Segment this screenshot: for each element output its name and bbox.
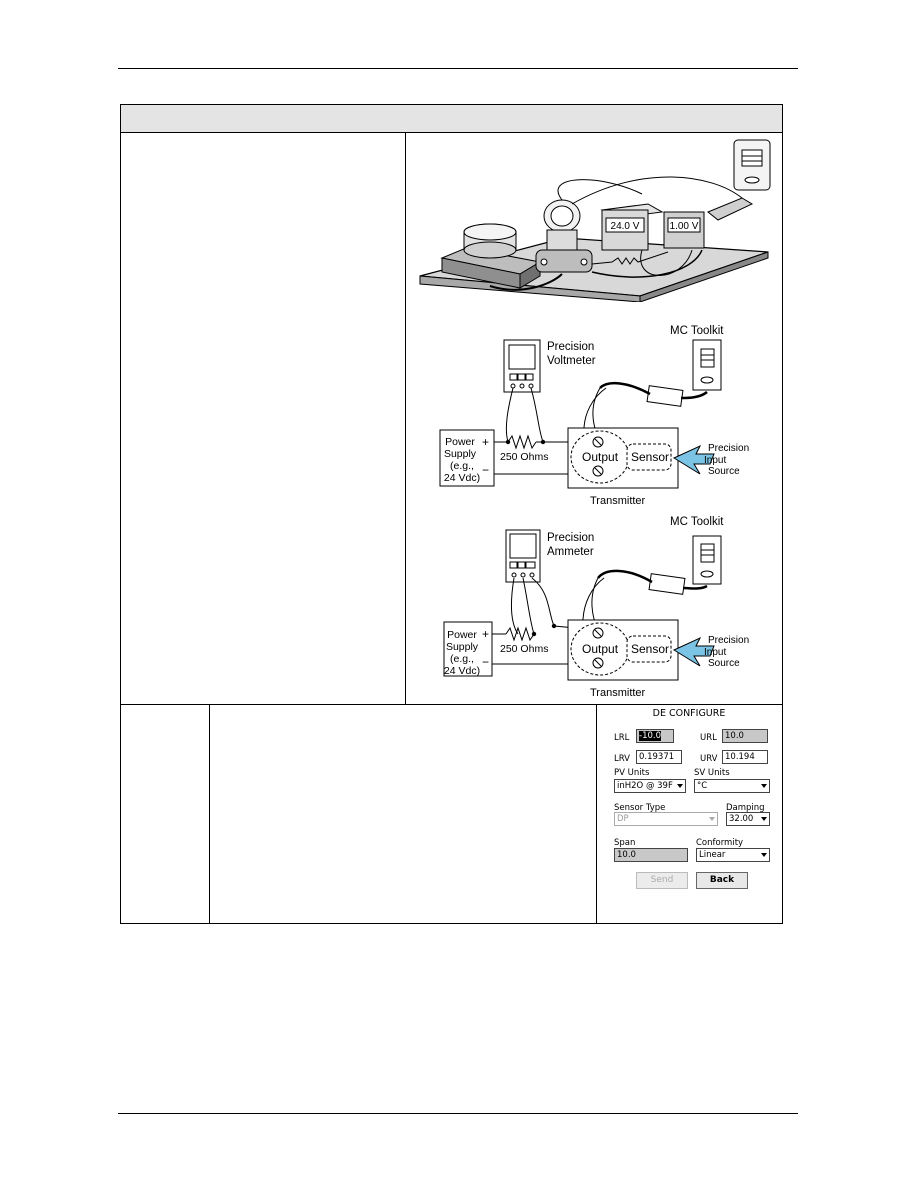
resistor-label: 250 Ohms <box>500 643 548 655</box>
damping-select[interactable]: 32.00 <box>726 812 770 826</box>
lrl-value: -10.0 <box>639 731 661 741</box>
bench-voltmeter-reading: 24.0 V <box>611 221 640 232</box>
pv-units-select[interactable]: inH2O @ 39F <box>614 779 686 793</box>
span-label: Span <box>614 838 636 848</box>
minus-terminal: − <box>482 463 489 477</box>
de-configure-title: DE CONFIGURE <box>652 708 726 719</box>
transmitter-label: Transmitter <box>590 495 646 507</box>
sensor-type-label: Sensor Type <box>614 803 666 813</box>
voltmeter-label-line1: Precision <box>547 341 594 353</box>
pv-units-label: PV Units <box>614 768 650 778</box>
source-label-line2: Input <box>704 647 726 658</box>
header-rule <box>118 68 798 69</box>
conformity-label: Conformity <box>696 838 744 848</box>
lrl-field[interactable]: -10.0 <box>636 729 674 743</box>
output-label: Output <box>582 642 619 656</box>
url-value: 10.0 <box>725 731 744 741</box>
table-header-row <box>121 105 782 133</box>
chevron-down-icon <box>761 817 767 821</box>
power-supply-line1: Power <box>447 629 477 641</box>
chevron-down-icon <box>761 784 767 788</box>
power-supply-line4: 24 Vdc) <box>444 472 480 484</box>
url-label: URL <box>700 733 717 743</box>
minus-terminal: − <box>482 655 489 669</box>
bench-setup-illustration: 24.0 V 1.00 V <box>419 139 771 302</box>
damping-label: Damping <box>726 803 765 813</box>
ammeter-wiring-diagram: Precision Ammeter MC Toolkit Power Suppl… <box>443 516 749 699</box>
back-button[interactable]: Back <box>696 872 748 889</box>
source-label-line1: Precision <box>708 635 749 646</box>
bench-meter-reading: 1.00 V <box>670 221 699 232</box>
power-supply-line4: 24 Vdc) <box>444 665 480 677</box>
urv-value: 10.194 <box>725 752 755 762</box>
toolkit-label: MC Toolkit <box>670 516 724 528</box>
source-label-line3: Source <box>708 466 740 477</box>
column-divider <box>405 132 406 705</box>
procedure-table <box>120 104 783 924</box>
screen-column-divider <box>596 705 597 923</box>
sensor-label: Sensor <box>631 642 669 656</box>
conformity-select[interactable]: Linear <box>696 848 770 862</box>
plus-terminal: + <box>482 435 489 449</box>
voltmeter-wiring-diagram: Precision Voltmeter MC Toolkit Power Sup… <box>439 325 749 507</box>
span-field: 10.0 <box>614 848 688 862</box>
sv-units-label: SV Units <box>694 768 730 778</box>
lrl-label: LRL <box>614 733 630 743</box>
power-supply-line2: Supply <box>444 448 477 460</box>
output-label: Output <box>582 450 619 464</box>
lrv-field[interactable]: 0.19371 <box>636 750 682 764</box>
power-supply-line3: (e.g., <box>450 460 474 472</box>
lrv-value: 0.19371 <box>639 752 675 762</box>
send-button[interactable]: Send <box>636 872 688 889</box>
damping-value: 32.00 <box>729 814 754 824</box>
url-field[interactable]: 10.0 <box>722 729 768 743</box>
source-label-line2: Input <box>704 455 726 466</box>
power-supply-line2: Supply <box>446 641 479 653</box>
chevron-down-icon <box>709 817 715 821</box>
row-divider <box>121 704 782 705</box>
ammeter-label-line2: Ammeter <box>547 546 594 558</box>
sensor-label: Sensor <box>631 450 669 464</box>
voltmeter-label-line2: Voltmeter <box>547 355 596 367</box>
toolkit-label: MC Toolkit <box>670 325 724 337</box>
ammeter-label-line1: Precision <box>547 532 594 544</box>
sv-units-select[interactable]: °C <box>694 779 770 793</box>
footer-rule <box>118 1113 798 1114</box>
conformity-value: Linear <box>699 850 726 860</box>
urv-label: URV <box>700 754 718 764</box>
sv-units-value: °C <box>697 781 708 791</box>
sensor-type-select[interactable]: DP <box>614 812 718 826</box>
source-label-line3: Source <box>708 658 740 669</box>
power-supply-line1: Power <box>445 436 475 448</box>
lrv-label: LRV <box>614 754 630 764</box>
transmitter-label: Transmitter <box>590 687 646 699</box>
power-supply-line3: (e.g., <box>450 653 474 665</box>
de-configure-screen: DE CONFIGURE LRL -10.0 URL 10.0 LRV 0.19… <box>598 706 780 918</box>
chevron-down-icon <box>677 784 683 788</box>
source-label-line1: Precision <box>708 443 749 454</box>
pv-units-value: inH2O @ 39F <box>617 781 673 791</box>
span-value: 10.0 <box>617 850 636 860</box>
sensor-type-value: DP <box>617 814 629 824</box>
resistor-label: 250 Ohms <box>500 451 548 463</box>
step-column-divider <box>209 705 210 923</box>
plus-terminal: + <box>482 627 489 641</box>
urv-field[interactable]: 10.194 <box>722 750 768 764</box>
chevron-down-icon <box>761 853 767 857</box>
